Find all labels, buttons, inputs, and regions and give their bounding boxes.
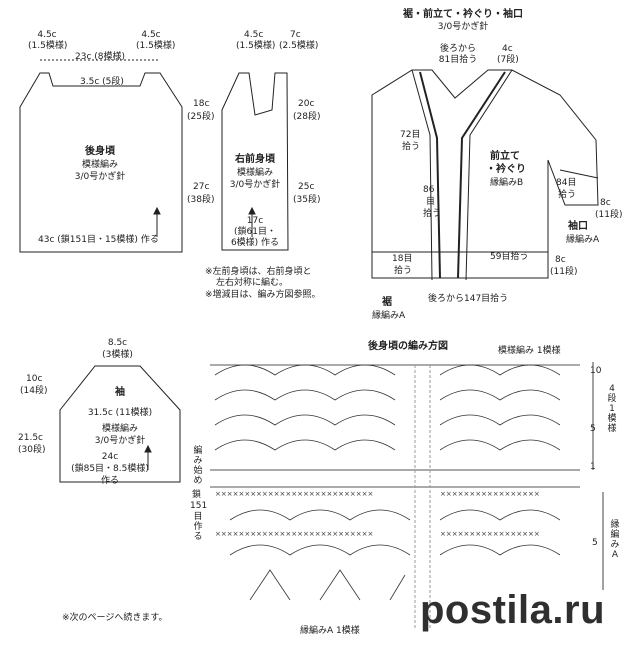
svg-text:×××××××××××××××××: ××××××××××××××××× — [440, 490, 540, 498]
assembly-hook: 3/0号かぎ針 — [437, 22, 489, 32]
front-chain-b: (鎖61目・ — [234, 227, 276, 237]
chart-row-a5: 5 — [592, 538, 598, 548]
assembly-back-pick-2: 81目拾う — [438, 55, 478, 65]
front-height-bottom: 25c — [298, 182, 315, 192]
assembly-cuff-stitch: 縁編みA — [566, 235, 600, 245]
assembly-pick-4: 4c — [502, 44, 513, 54]
front-outline — [221, 72, 289, 251]
jacket-outline — [371, 69, 599, 279]
chart-row-10: 10 — [590, 366, 602, 376]
assembly-hem: 裾 — [382, 297, 392, 308]
chart-repeat: 模様編み 1模様 — [498, 346, 561, 356]
back-hook: 3/0号かぎ針 — [74, 172, 126, 182]
chart-title: 後身頃の編み方図 — [368, 341, 448, 352]
assembly-pick-72b: 拾う — [402, 142, 421, 152]
back-neck: 3.5c (5段) — [80, 77, 124, 87]
sleeve-stitch: 模様編み — [101, 424, 138, 434]
sleeve-top: 8.5c — [107, 338, 128, 348]
back-height-bottom: 27c — [193, 182, 210, 192]
assembly-pick-86c: 拾う — [423, 209, 442, 219]
front-height-top-sub: (28段) — [293, 112, 321, 122]
assembly-pick-72: 72目 — [400, 130, 421, 140]
assembly-pick-147: 後ろから147目拾う — [428, 294, 509, 304]
assembly-pick-86: 86 — [423, 185, 435, 195]
back-width-mid: 23c (8模様) — [75, 52, 126, 62]
chart-bottom: 縁編みA 1模様 — [300, 626, 360, 636]
chart-row-1: 1 — [590, 462, 596, 472]
back-outline — [19, 72, 183, 253]
back-height-top: 18c — [193, 99, 210, 109]
assembly-pick-4b: (7段) — [497, 55, 519, 65]
assembly-cuff: 袖口 — [568, 221, 588, 232]
back-width-left: 4.5c — [37, 30, 57, 40]
sleeve-bottom-width-2: (鎖85目・8.5模様) — [71, 464, 149, 474]
assembly-title: 裾・前立て・衿ぐり・袖口 — [403, 9, 523, 20]
front-stitch: 模様編み — [236, 168, 273, 178]
assembly-h8: 8c — [555, 255, 566, 265]
chart-row-5: 5 — [590, 424, 596, 434]
front-width-left-sub: (1.5模様) — [236, 41, 276, 51]
front-height-top: 20c — [298, 99, 315, 109]
assembly-pick-59: 59目拾う — [490, 252, 529, 262]
back-width-left-sub: (1.5模様) — [28, 41, 68, 51]
footer-note: ※次のページへ続きます。 — [62, 613, 168, 623]
back-width-right: 4.5c — [141, 30, 161, 40]
front-width-left: 4.5c — [244, 30, 264, 40]
chart-edge: 縁編みA — [610, 520, 620, 560]
sleeve-h2: 21.5c — [18, 433, 43, 443]
assembly-back-pick: 後ろから — [439, 44, 476, 54]
sleeve-h1-sub: (14段) — [20, 386, 48, 396]
svg-text:×××××××××××××××××××××××××××: ××××××××××××××××××××××××××× — [215, 530, 373, 538]
back-bottom: 43c (鎖151目・15模様) 作る — [38, 235, 159, 245]
sleeve-outline — [59, 365, 181, 483]
assembly-cuff-84b: 拾う — [558, 190, 577, 200]
front-title: 右前身頃 — [235, 154, 275, 165]
assembly-c8b: (11段) — [595, 210, 623, 220]
stitch-chart — [214, 364, 561, 601]
back-height-bottom-sub: (38段) — [187, 195, 215, 205]
svg-text:×××××××××××××××××××××××××××: ××××××××××××××××××××××××××× — [215, 490, 373, 498]
assembly-band-2: ・衿ぐり — [486, 164, 526, 175]
assembly-pick-18: 18目 — [392, 254, 413, 264]
sleeve-h2-sub: (30段) — [18, 445, 46, 455]
svg-text:×××××××××××××××××: ××××××××××××××××× — [440, 530, 540, 538]
sleeve-bottom-width: 24c — [101, 452, 119, 462]
front-width-right: 7c — [290, 30, 301, 40]
chart-start: 編み始め — [193, 446, 203, 486]
watermark: postila.ru — [420, 588, 606, 632]
sleeve-title: 袖 — [115, 387, 125, 398]
sleeve-hook: 3/0号かぎ針 — [94, 436, 146, 446]
assembly-band: 前立て — [490, 151, 520, 162]
chart-chain: 鎖 — [192, 490, 202, 500]
back-height-top-sub: (25段) — [187, 112, 215, 122]
front-chain-c: 6模様) 作る — [230, 238, 280, 248]
front-height-bottom-sub: (35段) — [293, 195, 321, 205]
assembly-h8b: (11段) — [550, 267, 578, 277]
front-note-1b: 左右対称に編む。 — [216, 278, 289, 288]
sleeve-width: 31.5c (11模様) — [87, 408, 153, 418]
sleeve-top-sub: (3模様) — [102, 350, 133, 360]
assembly-band-3: 縁編みB — [490, 178, 524, 188]
sleeve-bottom-width-3: 作る — [100, 476, 119, 486]
assembly-cuff-84: 84目 — [556, 178, 577, 188]
sleeve-h1: 10c — [26, 374, 43, 384]
assembly-pick-18b: 拾う — [394, 266, 413, 276]
assembly-c8: 8c — [600, 198, 611, 208]
back-title: 後身頃 — [85, 146, 115, 157]
assembly-hem-stitch: 縁編みA — [372, 311, 406, 321]
chart-chain-2: 151 — [190, 501, 208, 511]
chart-chain-3: 目作る — [193, 512, 203, 542]
front-width-right-sub: (2.5模様) — [279, 41, 319, 51]
back-width-right-sub: (1.5模様) — [136, 41, 176, 51]
assembly-pick-86b: 目 — [426, 197, 436, 207]
front-chain-a: 17c — [246, 216, 264, 226]
front-hook: 3/0号かぎ針 — [229, 180, 281, 190]
front-note-1: ※左前身頃は、右前身頃と — [205, 267, 312, 277]
chart-rows-label: 4段1模様 — [607, 384, 617, 434]
back-stitch: 模様編み — [81, 160, 118, 170]
front-note-2: ※増減目は、編み方図参照。 — [205, 290, 321, 300]
